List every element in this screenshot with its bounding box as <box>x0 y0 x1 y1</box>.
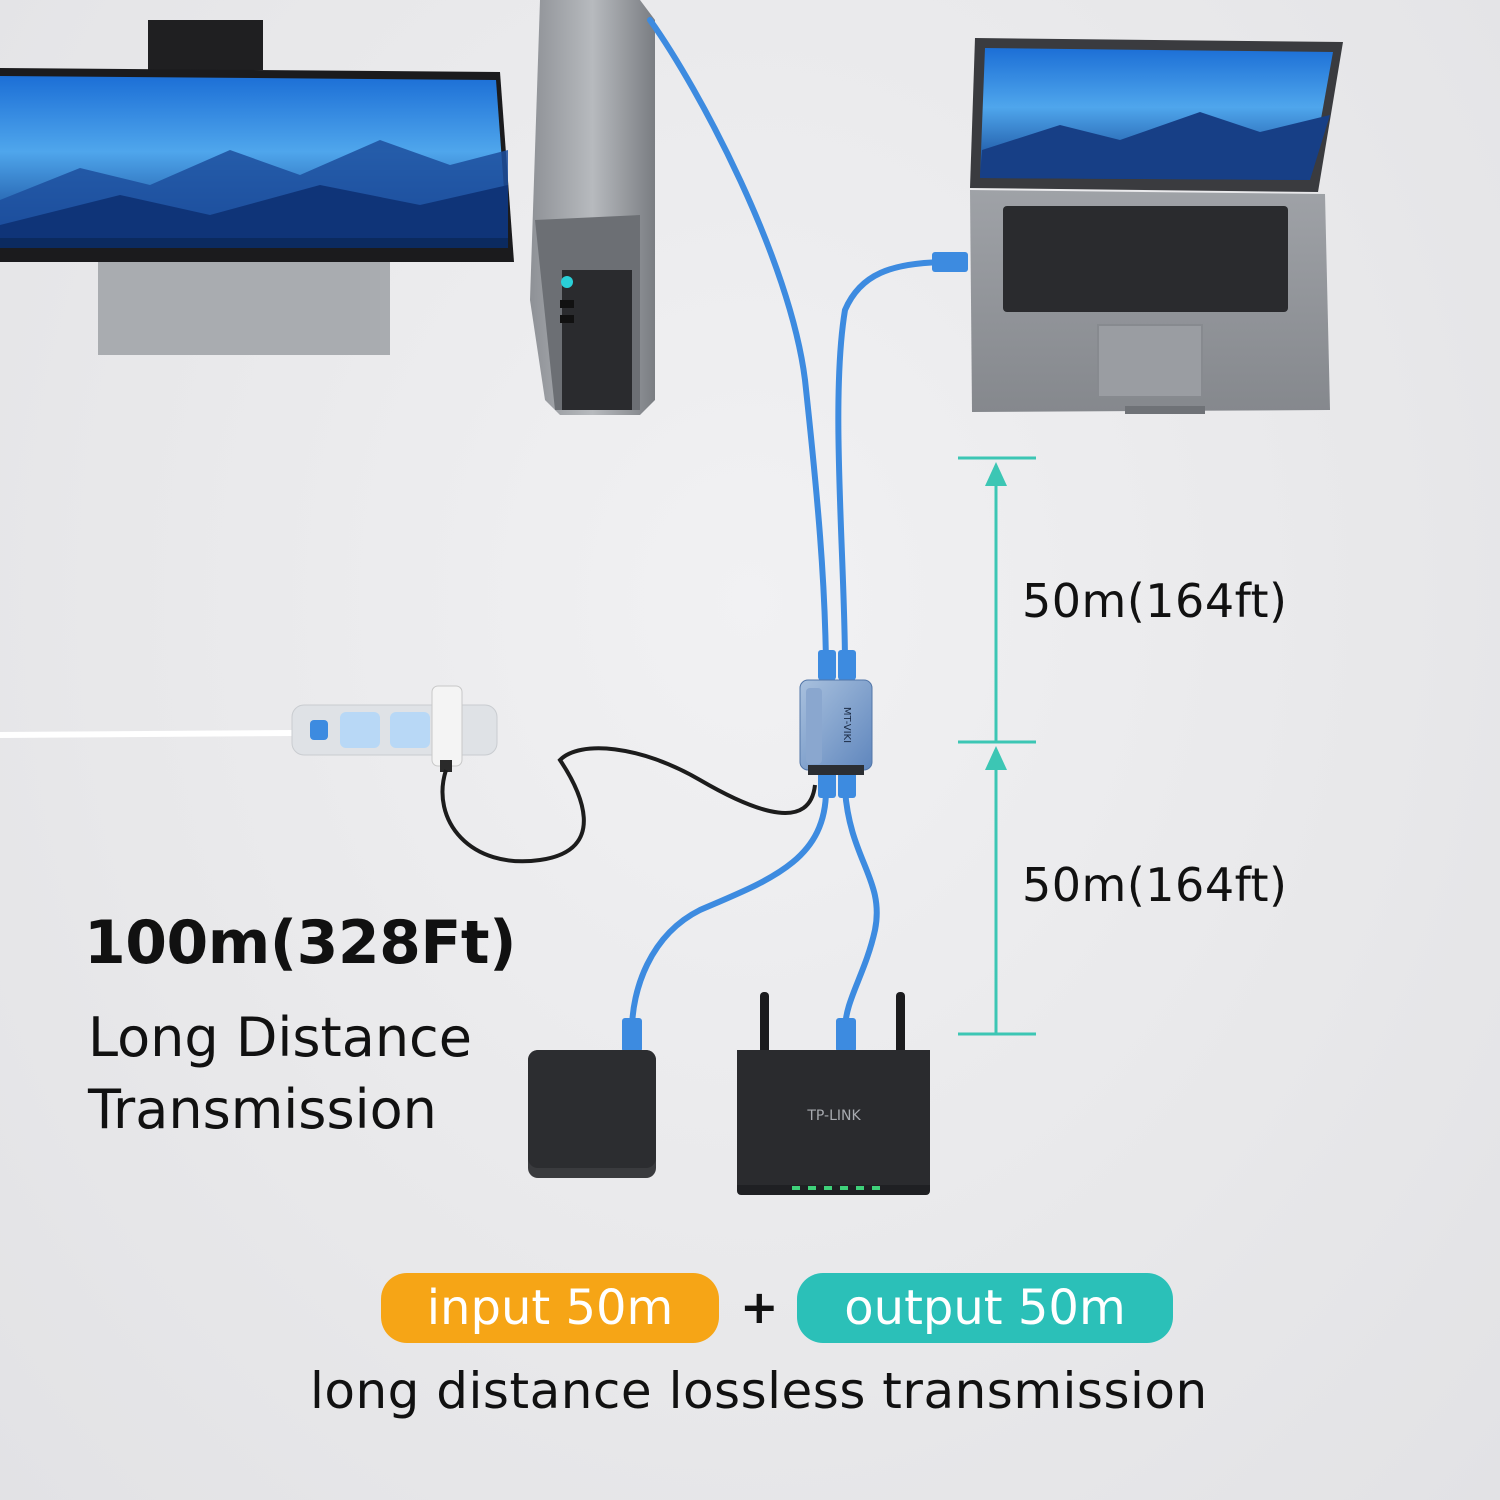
footer-tagline: long distance lossless transmission <box>310 1362 1208 1420</box>
network-extender-icon <box>799 679 873 775</box>
power-strip-icon <box>0 704 498 756</box>
headline-line2: Transmission <box>88 1078 437 1141</box>
laptop-icon <box>970 38 1343 414</box>
switch-box-icon <box>528 1050 656 1178</box>
headline-distance: 100m(328Ft) <box>84 908 517 978</box>
router-brand-label: TP-LINK <box>806 1108 861 1124</box>
upper-distance-label: 50m(164ft) <box>1022 574 1288 628</box>
monitor-icon <box>0 20 514 355</box>
router-icon <box>737 992 930 1195</box>
input-pill: input 50m <box>381 1273 719 1343</box>
headline-line1: Long Distance <box>88 1006 472 1069</box>
arrow-up-icon <box>985 462 1007 486</box>
power-cable <box>440 746 817 864</box>
arrow-up-icon <box>985 746 1007 770</box>
extender-brand-label: MT-VIKI <box>841 707 852 743</box>
network-cables <box>629 17 953 1033</box>
output-pill: output 50m <box>797 1273 1173 1343</box>
plus-sign: + <box>740 1280 779 1334</box>
usb-power-adapter-icon <box>431 685 463 772</box>
measurement-markers <box>958 456 1036 1036</box>
lower-distance-label: 50m(164ft) <box>1022 858 1288 912</box>
rj45-connectors <box>622 252 968 1052</box>
desktop-tower-icon <box>530 0 655 415</box>
